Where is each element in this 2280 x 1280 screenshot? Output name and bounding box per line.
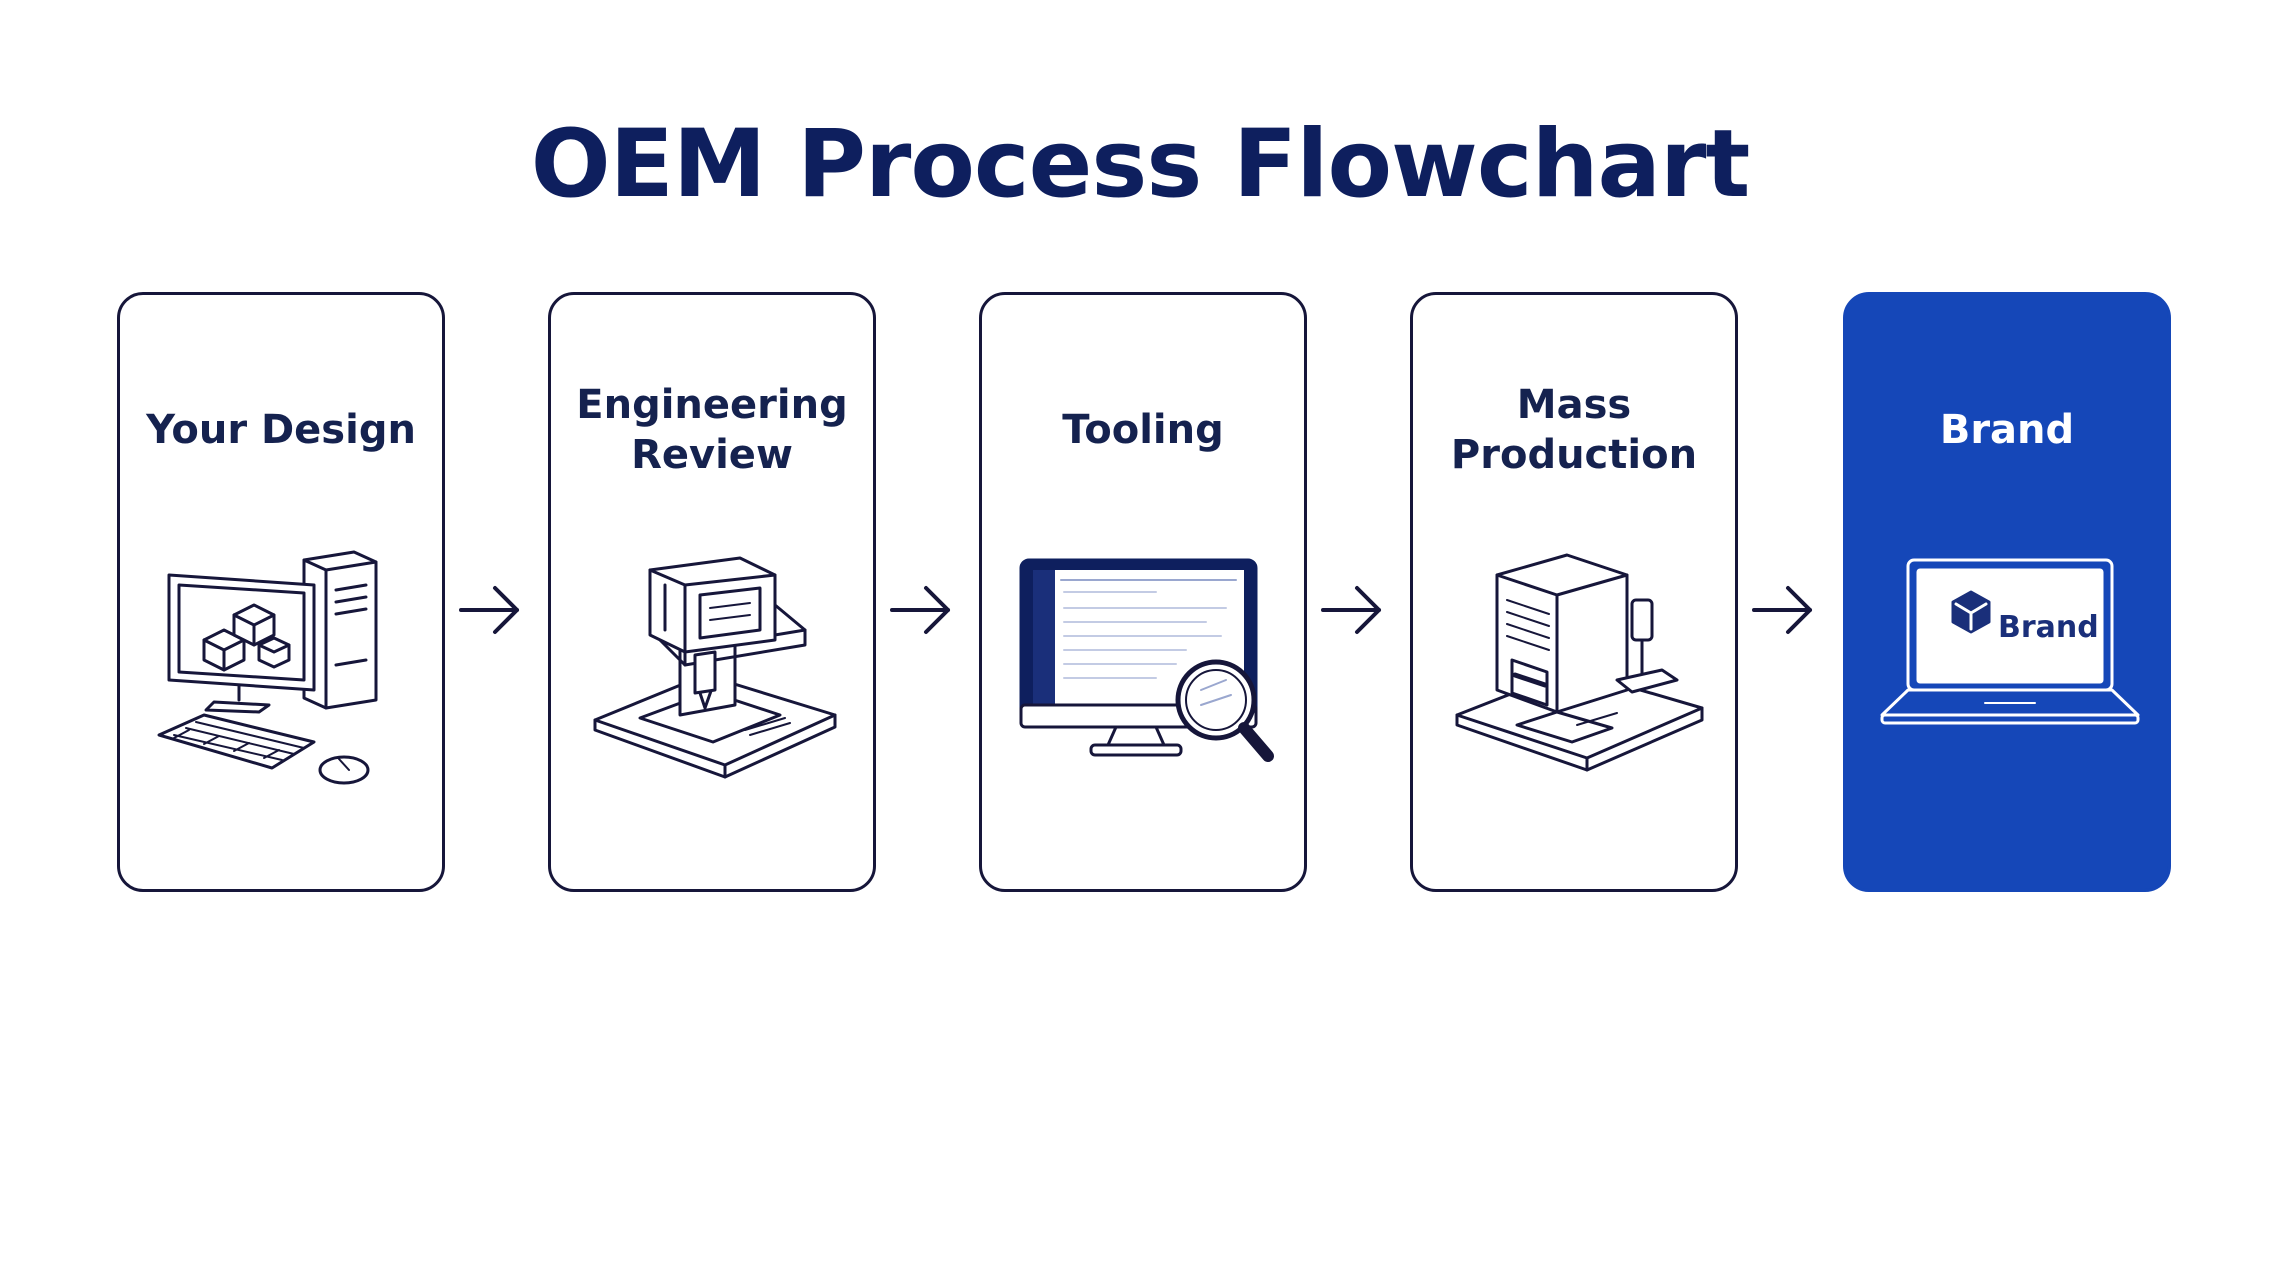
page-title: OEM Process Flowchart <box>530 110 1751 219</box>
arrow-right-icon <box>459 586 519 634</box>
step-card-engineering-review: Engineering Review <box>548 292 876 892</box>
step-label: Brand <box>1939 407 2075 453</box>
monitor-magnifier-icon <box>1019 558 1274 762</box>
arrow-right-icon <box>1752 586 1812 634</box>
step-label: Mass Production <box>1450 382 1698 478</box>
computer-workstation-icon <box>157 550 378 785</box>
step-card-your-design: Your Design <box>117 292 445 892</box>
laptop-screen-brand-text: Brand <box>1998 610 2099 645</box>
step-card-tooling: Tooling <box>979 292 1307 892</box>
arrow-right-icon <box>890 586 950 634</box>
arrow-right-icon <box>1321 586 1381 634</box>
step-card-brand: Brand Brand <box>1843 292 2171 892</box>
step-card-mass-production: Mass Production <box>1410 292 1738 892</box>
step-label: Tooling <box>1062 407 1224 453</box>
step-label: Engineering Review <box>576 382 848 478</box>
laptop-brand-icon: Brand <box>1880 558 2140 725</box>
step-label: Your Design <box>146 407 416 453</box>
engineering-machine-icon <box>593 556 837 779</box>
factory-machine-icon <box>1455 553 1704 772</box>
